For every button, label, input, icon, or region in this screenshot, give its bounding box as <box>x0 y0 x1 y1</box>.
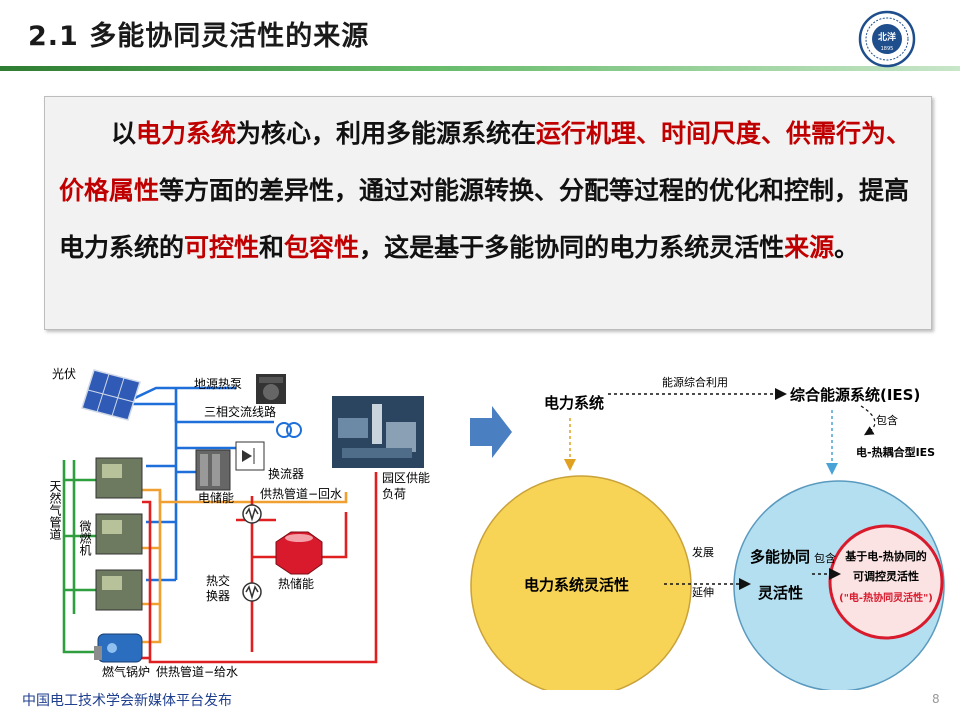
heat-pump-icon <box>256 374 286 404</box>
heat-return-lines <box>142 488 348 644</box>
label-eh-2: 可调控灵活性 <box>853 569 919 583</box>
park-load-label: 园区供能负荷 <box>382 471 431 501</box>
label-multi-energy-use: 能源综合利用 <box>662 375 728 389</box>
page-title: 2.1 多能协同灵活性的来源 <box>28 21 370 52</box>
battery-icon <box>195 449 231 491</box>
label-gas-boiler: 燃气锅炉 <box>102 664 150 679</box>
label-ies: 综合能源系统(IES) <box>790 386 920 404</box>
title-underline <box>0 66 960 71</box>
summary-s7: 和 <box>259 233 285 262</box>
label-heating-return: 供热管道−回水 <box>260 486 342 501</box>
gas-pipeline-label: 天然气管道 <box>48 480 62 540</box>
transition-arrow-icon <box>470 406 512 458</box>
summary-s9: ，这是基于多能协同的电力系统灵活性 <box>359 233 785 262</box>
eh-flex-ellipse <box>828 524 944 640</box>
heat-exchanger-label: 热交换器 <box>206 574 231 603</box>
industrial-park-icon <box>332 396 424 468</box>
label-flex-power: 电力系统灵活性 <box>524 576 629 594</box>
label-develop: 发展 <box>692 545 714 559</box>
seal-year: 1895 <box>881 46 894 52</box>
page-number: 8 <box>932 692 940 706</box>
label-three-phase: 三相交流线路 <box>204 404 276 419</box>
summary-s11: 。 <box>834 233 860 262</box>
summary-s8: 包容性 <box>284 233 360 262</box>
gas-boiler-icon <box>94 633 143 663</box>
summary-s10: 来源 <box>784 233 835 262</box>
label-contains-2: 包含 <box>814 551 836 565</box>
label-electric-storage: 电储能 <box>198 490 234 505</box>
transformer-icon <box>276 422 302 438</box>
summary-s6: 可控性 <box>184 233 260 262</box>
solar-panel-icon <box>81 369 141 421</box>
micro-turbine-label: 微燃机 <box>78 520 92 556</box>
gas-lines <box>62 460 98 654</box>
summary-s5: 等方面的差异性，通过对能源转换、分配等过程的优化和控制，提高电力系统的 <box>59 176 910 262</box>
seal-glyph: 北洋 <box>878 31 896 43</box>
summary-s4: 运行机理、时间尺度、供需行为、价格属性 <box>59 119 912 205</box>
label-contains-1: 包含 <box>876 413 898 427</box>
label-converter: 换流器 <box>268 467 304 481</box>
label-multi-flex-2: 灵活性 <box>758 584 803 602</box>
label-thermal-storage: 热储能 <box>278 576 314 591</box>
micro-turbine-icon <box>95 457 143 611</box>
summary-box: 以电力系统为核心，利用多能源系统在运行机理、时间尺度、供需行为、价格属性等方面的… <box>44 96 932 330</box>
summary-s1: 以 <box>111 119 137 148</box>
label-extend: 延伸 <box>692 586 714 599</box>
university-seal-icon: 北洋 1895 <box>858 10 916 68</box>
summary-s2: 电力系统 <box>136 119 237 148</box>
energy-system-schematic: 光伏 地源热泵 三相交流线路 换流器 电储能 供热管道−回水 园区供能负荷 <box>46 352 442 692</box>
contains-curve-1 <box>860 405 876 436</box>
flexibility-concept-diagram: 电力系统 能源综合利用 综合能源系统(IES) 包含 电-热耦合型IES 电力系… <box>466 350 956 697</box>
heat-exchanger-icon <box>242 504 262 602</box>
label-power-system: 电力系统 <box>544 394 604 412</box>
label-heat-pump: 地源热泵 <box>194 377 242 391</box>
label-eh-1: 基于电-热协同的 <box>844 549 927 563</box>
label-multi-flex-1: 多能协同 <box>750 548 810 566</box>
label-heating-supply: 供热管道−给水 <box>156 664 238 679</box>
label-pv: 光伏 <box>52 367 76 381</box>
label-eh-coupled-ies: 电-热耦合型IES <box>856 445 935 459</box>
thermal-storage-icon <box>275 531 323 575</box>
converter-icon <box>235 441 265 471</box>
summary-s3: 为核心，利用多能源系统在 <box>236 119 537 148</box>
label-eh-3: ("电-热协同灵活性") <box>839 591 933 604</box>
footer-source: 中国电工技术学会新媒体平台发布 <box>22 693 232 709</box>
